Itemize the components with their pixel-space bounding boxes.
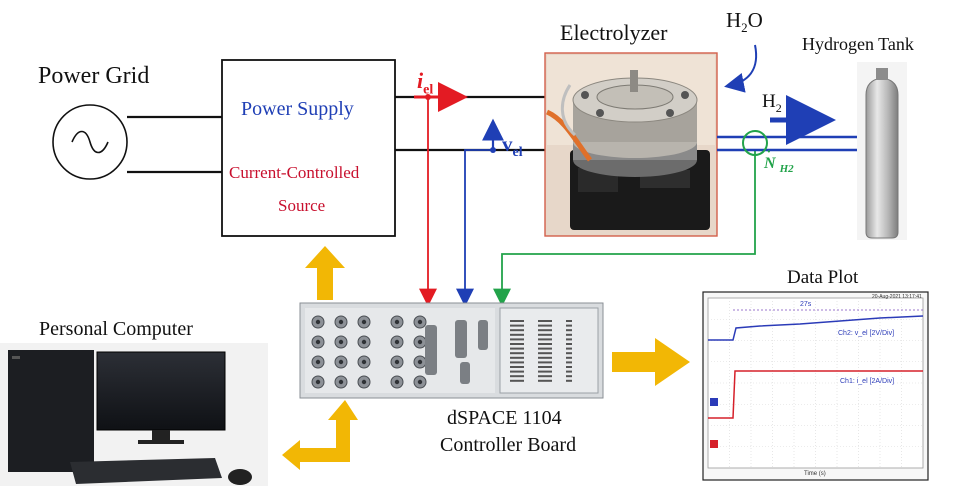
bnc-pin	[395, 340, 399, 344]
panel-marking	[566, 320, 572, 322]
current-symbol-label: iel	[417, 68, 433, 98]
dspace-label-line2: Controller Board	[440, 434, 576, 457]
panel-marking	[538, 352, 552, 354]
hydrogen-tank-label: Hydrogen Tank	[802, 34, 914, 55]
water-inlet-arrow	[728, 45, 756, 86]
power-grid-label: Power Grid	[38, 63, 149, 90]
dspace-label-line1: dSPACE 1104	[447, 407, 562, 430]
panel-marking	[538, 361, 552, 363]
bnc-pin	[418, 380, 422, 384]
plot-header-text: 20-Aug-2021 13:17:41	[872, 294, 922, 300]
arrow-computer-to-supply	[305, 246, 345, 300]
personal-computer-label: Personal Computer	[39, 318, 193, 341]
bnc-pin	[339, 340, 343, 344]
bnc-pin	[418, 340, 422, 344]
panel-marking	[538, 329, 552, 331]
panel-marking	[566, 343, 572, 345]
panel-marking	[510, 320, 524, 322]
voltage-symbol-label: vel	[502, 132, 523, 161]
panel-marking	[538, 325, 552, 327]
panel-marking	[566, 375, 572, 377]
voltage-signal-line	[465, 150, 493, 303]
plot-xlabel: Time (s)	[804, 471, 826, 477]
panel-marking	[510, 352, 524, 354]
panel-marking	[566, 325, 572, 327]
electrolyzer-photo	[545, 53, 717, 236]
panel-marking	[510, 366, 524, 368]
bnc-pin	[395, 380, 399, 384]
bnc-pin	[362, 340, 366, 344]
power-supply-label: Power Supply	[241, 98, 354, 121]
panel-marking	[538, 357, 552, 359]
oscilloscope-plot	[703, 292, 928, 480]
plot-interval-label: 27s	[800, 301, 811, 308]
panel-marking	[566, 371, 572, 373]
water-label: H2O	[726, 8, 763, 36]
voltage-tap-dot	[490, 147, 496, 153]
bnc-pin	[339, 320, 343, 324]
panel-marking	[510, 371, 524, 373]
bnc-pin	[362, 320, 366, 324]
bnc-pin	[316, 340, 320, 344]
bnc-pin	[316, 360, 320, 364]
bnc-pin	[362, 380, 366, 384]
panel-marking	[510, 380, 524, 382]
panel-marking	[538, 320, 552, 322]
panel-marking	[538, 348, 552, 350]
panel-marking	[510, 325, 524, 327]
panel-marking	[538, 343, 552, 345]
arrow-dspace-to-plot	[612, 338, 690, 386]
panel-marking	[510, 334, 524, 336]
bnc-pin	[316, 320, 320, 324]
h2-flow-label: H2	[762, 91, 782, 116]
hydrogen-tank-photo	[857, 62, 907, 240]
bnc-pin	[395, 360, 399, 364]
panel-marking	[566, 334, 572, 336]
panel-marking	[566, 357, 572, 359]
panel-marking	[510, 338, 524, 340]
panel-marking	[538, 375, 552, 377]
bnc-pin	[418, 360, 422, 364]
data-plot-label: Data Plot	[787, 267, 858, 289]
bnc-pin	[339, 360, 343, 364]
ch2-label: Ch2: v_el [2V/Div]	[838, 330, 894, 337]
bnc-pin	[362, 360, 366, 364]
bnc-pin	[418, 320, 422, 324]
panel-marking	[538, 380, 552, 382]
panel-marking	[566, 348, 572, 350]
current-controlled-label: Current-Controlled	[229, 163, 359, 183]
bnc-pin	[339, 380, 343, 384]
panel-marking	[510, 357, 524, 359]
flow-rate-symbol: · N H2	[764, 155, 794, 175]
ch1-label: Ch1: i_el [2A/Div]	[840, 378, 894, 385]
panel-marking	[566, 329, 572, 331]
panel-marking	[566, 352, 572, 354]
panel-marking	[538, 371, 552, 373]
panel-marking	[510, 361, 524, 363]
panel-marking	[566, 380, 572, 382]
panel-marking	[538, 366, 552, 368]
panel-marking	[566, 361, 572, 363]
panel-marking	[538, 338, 552, 340]
panel-marking	[510, 329, 524, 331]
bnc-pin	[316, 380, 320, 384]
panel-marking	[538, 334, 552, 336]
arrow-computer-dspace-bidirectional	[282, 400, 358, 470]
panel-marking	[510, 348, 524, 350]
panel-marking	[566, 366, 572, 368]
personal-computer-photo	[0, 343, 268, 486]
panel-marking	[510, 343, 524, 345]
bnc-pin	[395, 320, 399, 324]
ac-source-icon	[53, 105, 127, 179]
panel-marking	[566, 338, 572, 340]
panel-marking	[510, 375, 524, 377]
electrolyzer-label: Electrolyzer	[560, 20, 668, 46]
source-label: Source	[278, 196, 325, 216]
